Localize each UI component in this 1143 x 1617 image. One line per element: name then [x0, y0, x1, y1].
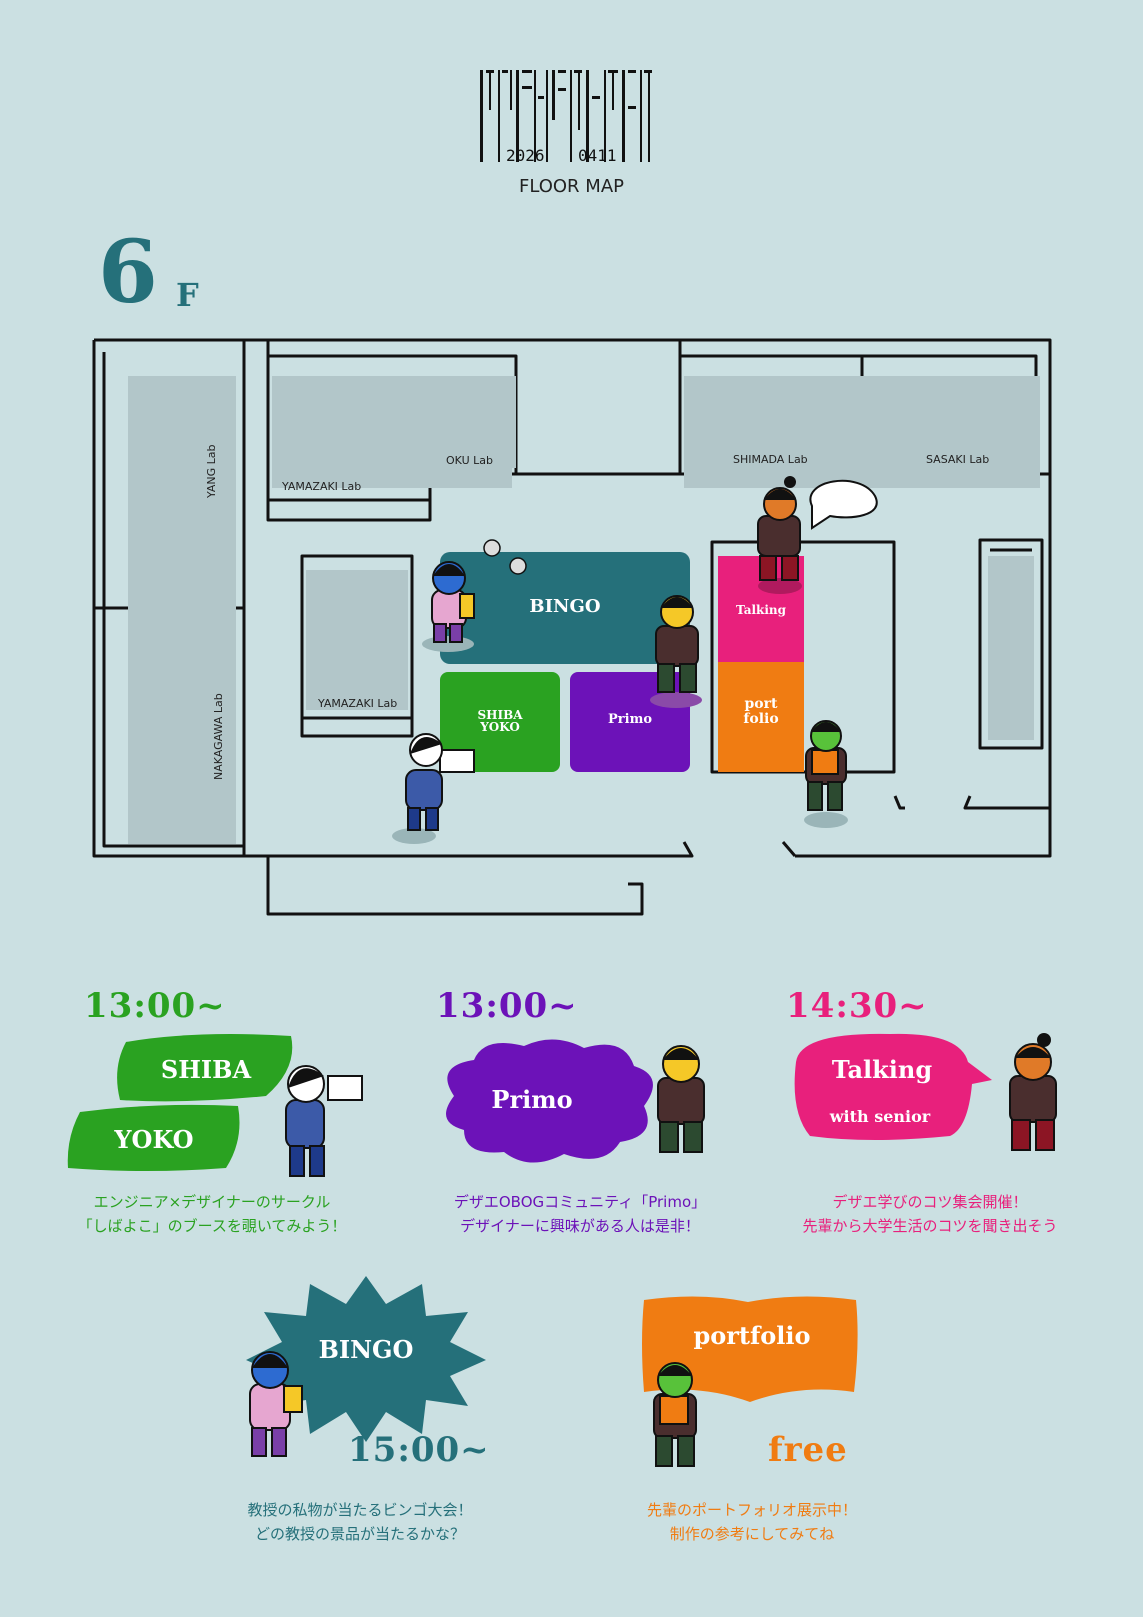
event-bingo-graphic: BINGO [246, 1276, 486, 1457]
event-portfolio-desc-line-1: 先輩のポートフォリオ展示中！ [646, 1501, 857, 1519]
event-bingo-desc-line-2: どの教授の景品が当たるかな？ [254, 1525, 465, 1543]
event-shibayoko-desc-line-1: エンジニア×デザイナーのサークル [93, 1193, 331, 1211]
event-portfolio-desc: 先輩のポートフォリオ展示中！ 制作の参考にしてみてね [592, 1498, 912, 1546]
zone-label-bingo: BINGO [529, 596, 601, 617]
zone-label-portfolio-2: folio [743, 711, 779, 727]
event-shibayoko-desc: エンジニア×デザイナーのサークル 「しばよこ」のブースを覗いてみよう！ [52, 1190, 372, 1238]
zone-label-talking: Talking [735, 603, 787, 617]
event-portfolio-time: free [768, 1430, 848, 1470]
logo-year: 2026 [506, 146, 545, 165]
primo-character-icon [657, 1045, 705, 1153]
event-talking-title-2: with senior [829, 1107, 931, 1126]
event-primo-time: 13:00~ [436, 986, 578, 1026]
portfolio-character-icon [653, 1362, 697, 1467]
event-talking-graphic: Talking with senior [794, 1033, 1057, 1151]
event-portfolio-desc-line-2: 制作の参考にしてみてね [669, 1525, 835, 1543]
event-primo-graphic: Primo [446, 1039, 705, 1163]
character-portfolio-person-icon [804, 720, 848, 828]
bingo-ball-icon [483, 539, 501, 557]
event-shibayoko-title-2: YOKO [113, 1125, 193, 1154]
event-talking-title-1: Talking [832, 1055, 932, 1084]
event-primo-desc-line-1: デザエOBOGコミュニティ「Primo」 [453, 1193, 707, 1211]
barcode-logo-icon [480, 70, 652, 162]
shibayoko-character-icon [285, 1065, 363, 1177]
lab-label-oku: OKU Lab [446, 454, 493, 467]
floor-map [92, 338, 1052, 916]
lab-label-yamazaki-mid: YAMAZAKI Lab [318, 697, 398, 710]
event-shibayoko-graphic: SHIBA YOKO [67, 1034, 363, 1177]
character-primo-person-icon [650, 595, 702, 708]
bingo-character-icon [249, 1351, 303, 1457]
zone-label-primo: Primo [608, 712, 652, 727]
event-shibayoko-title-1: SHIBA [161, 1055, 252, 1084]
talking-character-icon [1009, 1033, 1057, 1151]
event-bingo-title: BINGO [319, 1335, 414, 1364]
zone-label-portfolio-1: port [744, 696, 778, 712]
event-shibayoko-desc-line-2: 「しばよこ」のブースを覗いてみよう！ [77, 1217, 347, 1235]
logo-date: 0411 [578, 146, 617, 165]
lab-label-sasaki: SASAKI Lab [926, 453, 990, 466]
floor-suffix: F [176, 276, 199, 314]
event-portfolio-graphic: portfolio [642, 1296, 858, 1467]
page-subtitle: FLOOR MAP [518, 176, 624, 197]
zone-label-shibayoko-1: SHIBA [477, 708, 523, 722]
event-talking-desc-line-1: デザエ学びのコツ集会開催！ [832, 1193, 1028, 1211]
character-bingo-girl-icon [422, 561, 475, 652]
event-primo-title: Primo [491, 1085, 572, 1114]
event-bingo-desc-line-1: 教授の私物が当たるビンゴ大会！ [247, 1501, 473, 1519]
event-talking-desc-line-2: 先輩から大学生活のコツを聞き出そう [802, 1217, 1058, 1235]
event-bingo-time: 15:00~ [348, 1430, 490, 1470]
event-talking-time: 14:30~ [786, 986, 928, 1026]
character-talking-person-icon [757, 476, 802, 594]
floor-number: 6 [98, 222, 158, 323]
event-bingo-desc: 教授の私物が当たるビンゴ大会！ どの教授の景品が当たるかな？ [200, 1498, 520, 1546]
character-shibayoko-girl-icon [392, 733, 475, 844]
event-portfolio-title: portfolio [693, 1321, 810, 1350]
event-talking-desc: デザエ学びのコツ集会開催！ 先輩から大学生活のコツを聞き出そう [780, 1190, 1080, 1238]
zone-label-shibayoko-2: YOKO [480, 720, 520, 734]
lab-label-yamazaki-top: YAMAZAKI Lab [282, 480, 362, 493]
event-logo: 2026 0411 [478, 66, 658, 166]
event-shibayoko-time: 13:00~ [84, 986, 226, 1026]
map-characters [392, 476, 848, 844]
bingo-ball-icon [509, 557, 527, 575]
event-primo-desc: デザエOBOGコミュニティ「Primo」 デザイナーに興味がある人は是非！ [420, 1190, 740, 1238]
event-primo-desc-line-2: デザイナーに興味がある人は是非！ [460, 1217, 700, 1235]
lab-label-shimada: SHIMADA Lab [733, 453, 808, 466]
